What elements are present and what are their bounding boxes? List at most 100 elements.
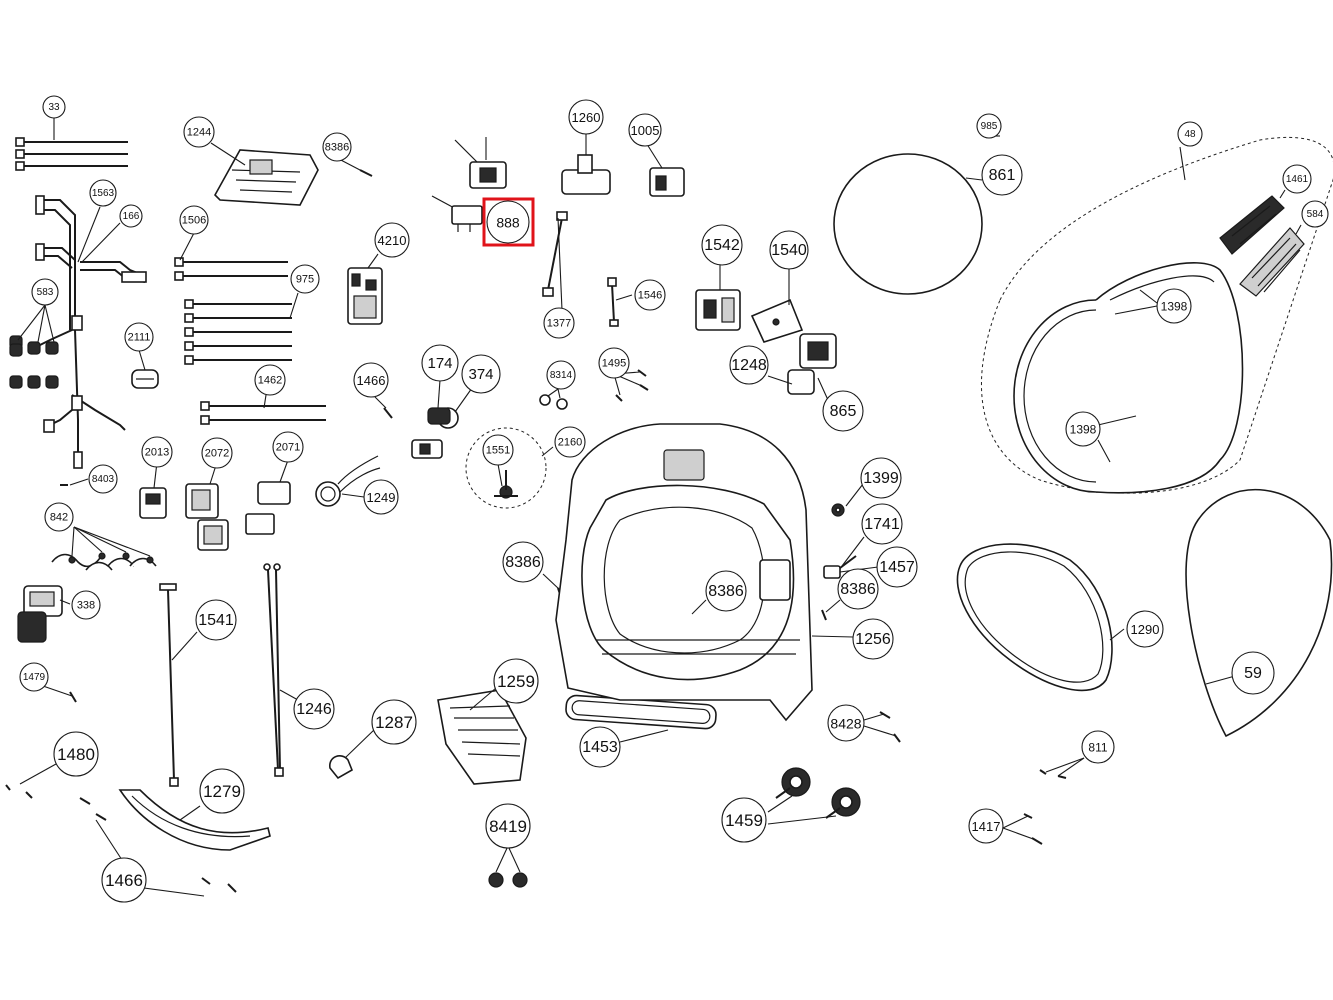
callout-circle [579,726,621,768]
cable-ties-33 [15,137,128,171]
callout-label: 59 [1244,665,1262,682]
callout-circle [976,113,1002,139]
drum-group-48 [980,136,1333,494]
callout-circle [353,362,389,398]
callout-1398: 1398 [1156,288,1192,324]
filter-1259 [437,689,527,785]
callout-label: 1466 [105,871,143,890]
part-1540 [750,298,804,343]
callout-label: 842 [50,512,68,524]
callout-1259: 1259 [493,658,539,704]
callout-label: 2160 [558,437,582,449]
callout-label: 1461 [1286,174,1309,185]
rear-panel-59 [1185,488,1333,738]
callout-label: 1563 [92,188,115,199]
callout-1541: 1541 [195,599,237,641]
part-1005 [649,167,685,197]
callout-circle [876,546,918,588]
callout-label: 33 [48,102,60,113]
bulb-1287 [329,755,354,780]
callout-circle [53,731,99,777]
callout-circle [141,436,173,468]
callout-label: 1005 [631,123,660,138]
callout-2072: 2072 [201,437,233,469]
callout-circle [729,345,769,385]
callout-8419: 8419 [485,803,531,849]
callout-label: 1399 [863,470,899,487]
part-8314 [539,394,568,410]
callout-2160: 2160 [554,426,586,458]
callout-circle [31,278,59,306]
rollers-1459 [775,767,861,819]
callout-label: 8419 [489,817,527,836]
callout-1398: 1398 [1065,411,1101,447]
callout-circle [101,857,147,903]
callout-2111: 2111 [124,322,154,352]
callout-circle [705,570,747,612]
callout-label: 1398 [1161,300,1188,314]
callout-circle [254,364,286,396]
callout-1260: 1260 [568,99,604,135]
callout-label: 1249 [367,490,396,505]
callout-4210: 4210 [374,222,410,258]
callout-circle [981,154,1023,196]
callout-59: 59 [1231,651,1275,695]
callout-circle [721,797,767,843]
callout-861: 861 [981,154,1023,196]
callout-1246: 1246 [293,688,335,730]
callout-1279: 1279 [199,768,245,814]
callout-circle [486,200,530,244]
wire-1541 [159,583,179,787]
switch-985 [454,139,507,189]
callout-1453: 1453 [579,726,621,768]
callout-1244: 1244 [183,116,215,148]
callout-circle [179,205,209,235]
callout-circle [374,222,410,258]
handle-1279 [118,789,271,851]
callout-label: 1741 [864,516,900,533]
callout-label: 2071 [276,442,300,454]
callout-label: 1259 [497,672,535,691]
parts-layer [5,136,1333,893]
callout-circle [502,541,544,583]
part-1249 [315,455,381,507]
cable-ties-long [174,257,326,425]
callout-label: 888 [496,215,520,231]
callout-975: 975 [290,264,320,294]
wire-1246 [263,563,284,777]
callout-8314: 8314 [546,360,576,390]
callout-circle [634,279,666,311]
callout-1479: 1479 [19,662,49,692]
callout-1540: 1540 [769,230,809,270]
wiring-harness [29,195,147,469]
callout-label: 1279 [203,782,241,801]
callout-888: 888 [486,200,530,244]
callout-label: 1459 [725,811,763,830]
callout-circle [543,307,575,339]
callout-circle [1156,288,1192,324]
connectors-row [139,481,291,551]
callout-1399: 1399 [860,457,902,499]
callout-8386: 8386 [322,132,352,162]
callout-1290: 1290 [1126,610,1164,648]
callout-label: 2111 [128,332,151,344]
callout-label: 975 [296,274,314,286]
clamps-842 [51,552,157,571]
callout-label: 48 [1184,129,1196,140]
callout-1248: 1248 [729,345,769,385]
callout-label: 1457 [879,559,915,576]
callout-label: 1417 [972,819,1001,834]
callout-338: 338 [71,590,101,620]
seal-1290 [956,543,1113,692]
callout-1462: 1462 [254,364,286,396]
callout-circle [628,113,662,147]
callout-1542: 1542 [701,224,743,266]
callout-842: 842 [44,502,74,532]
callout-label: 865 [830,403,857,420]
callout-48: 48 [1177,121,1203,147]
callout-174: 174 [421,344,459,382]
callout-label: 811 [1088,741,1107,755]
bracket-1244 [214,149,319,206]
callout-circle [1231,651,1275,695]
callout-label: 8403 [92,474,115,485]
